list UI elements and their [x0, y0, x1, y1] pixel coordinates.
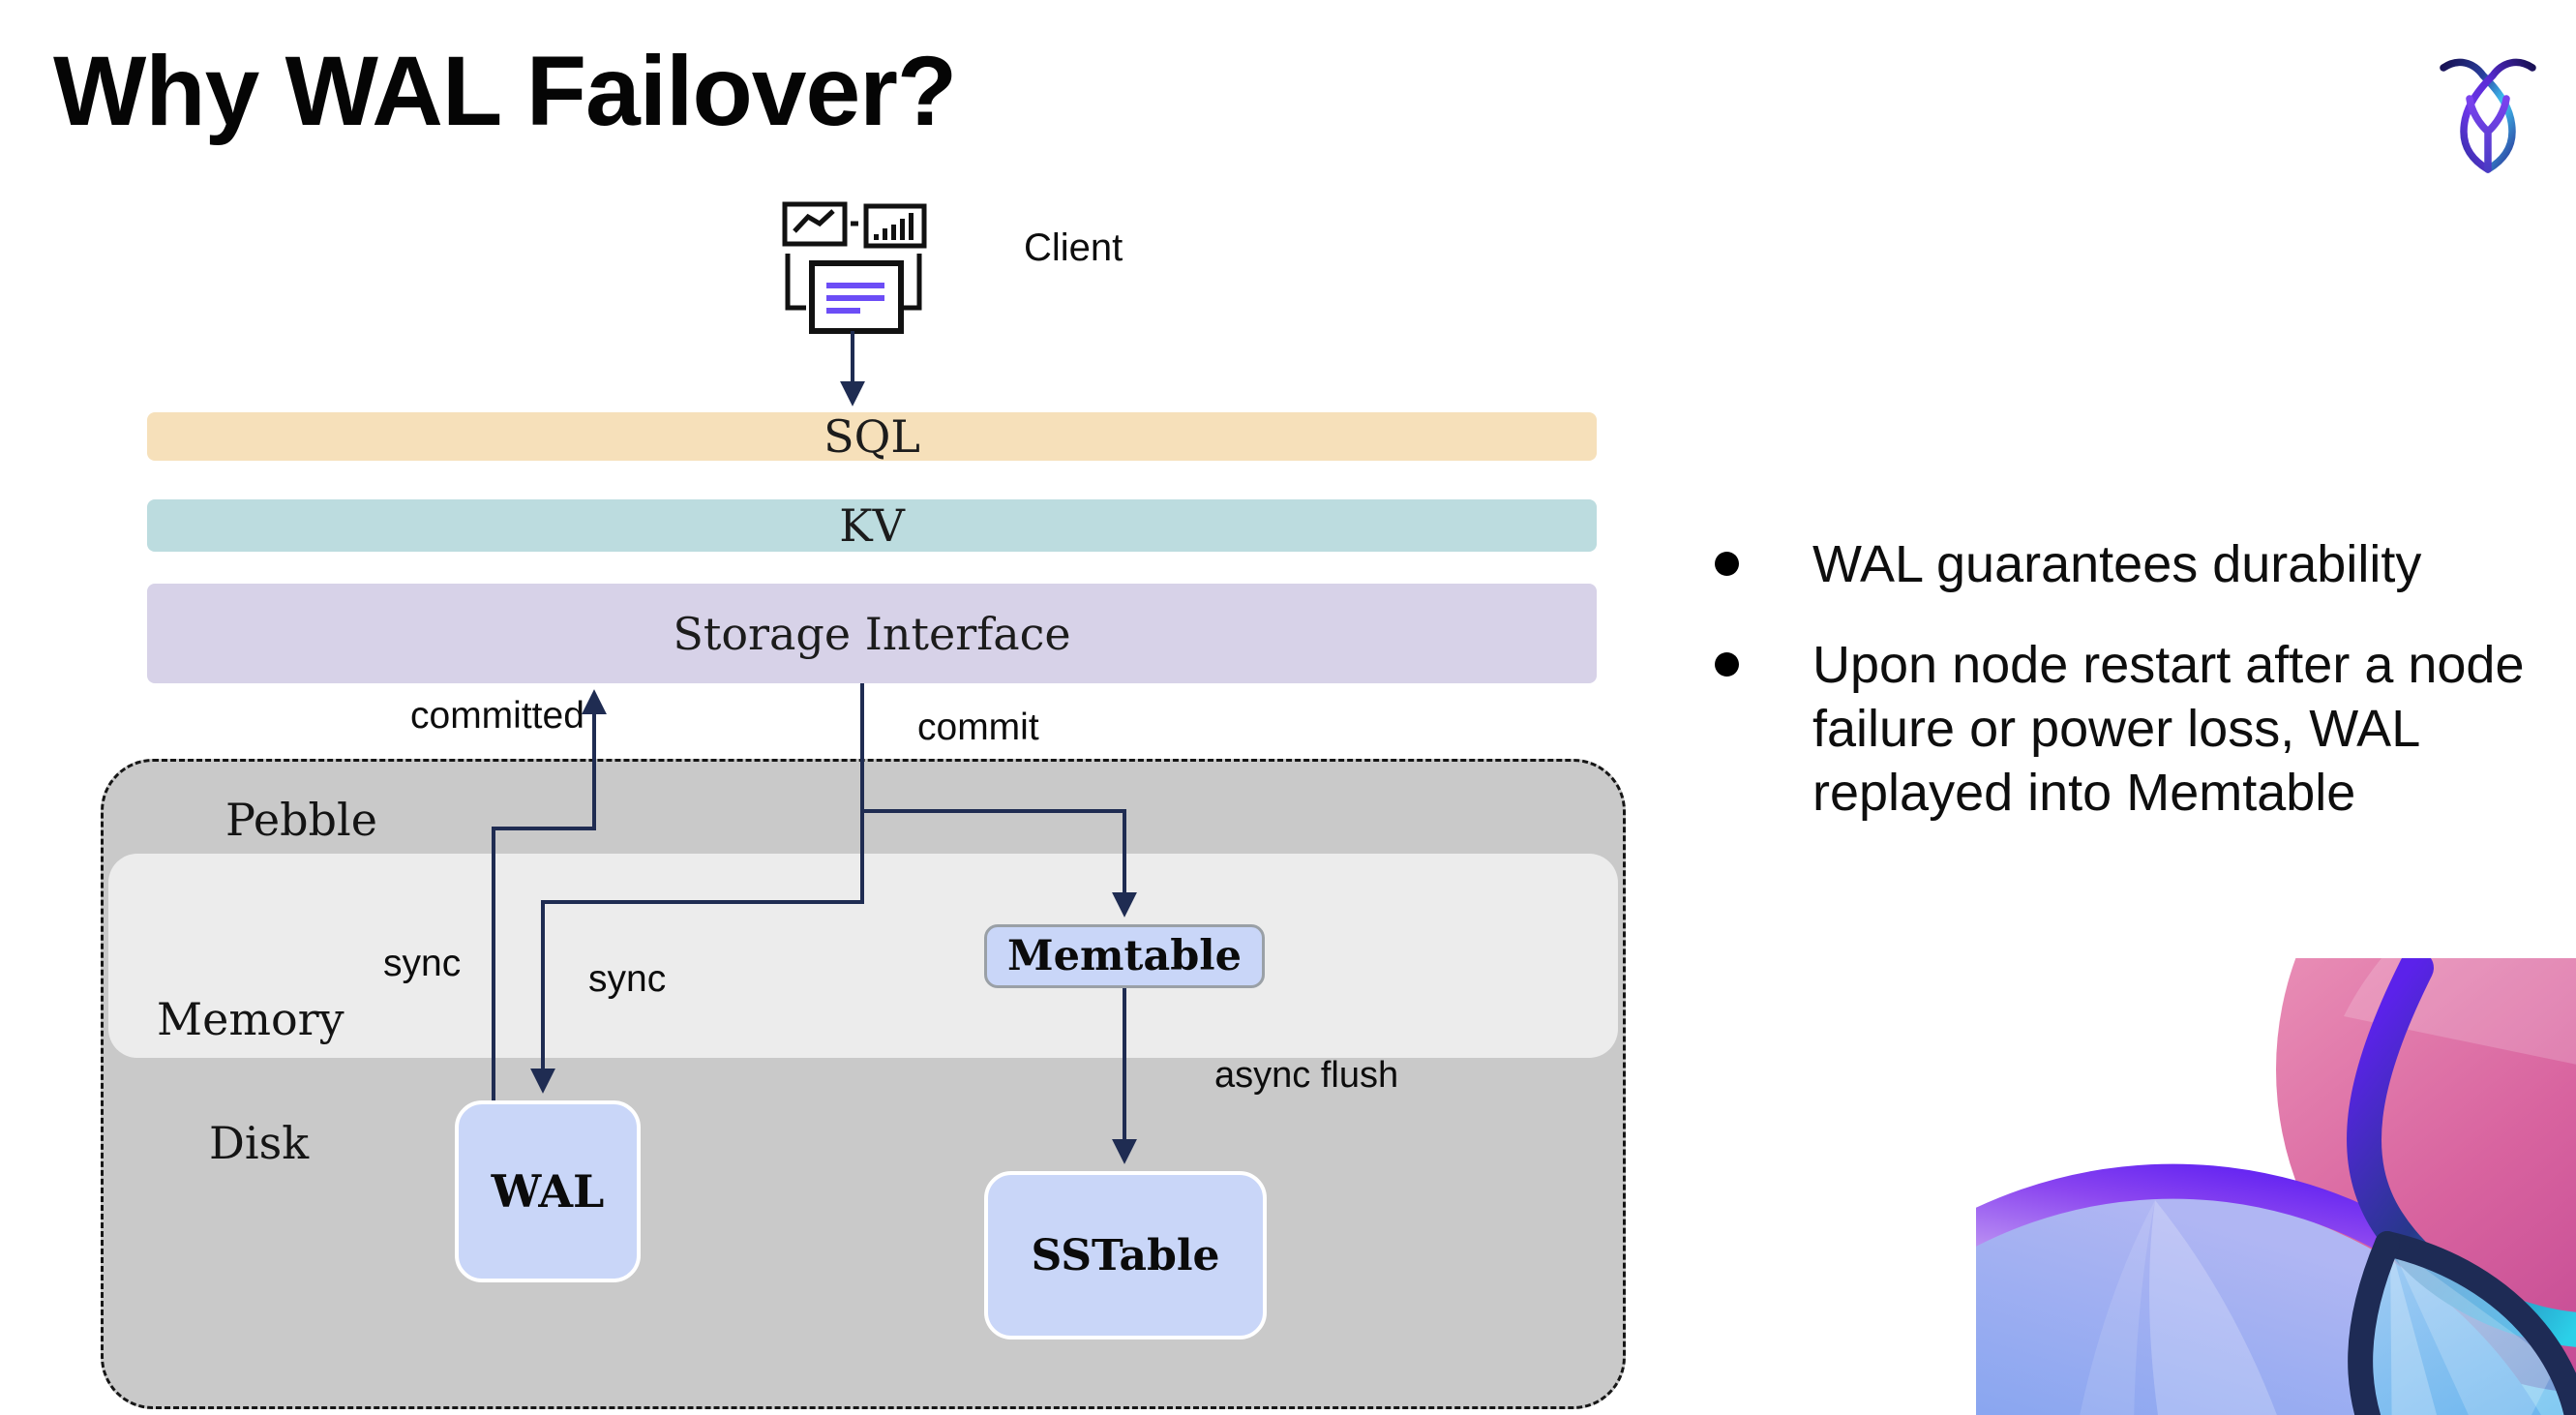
client-icon — [782, 201, 927, 334]
client-label: Client — [1024, 226, 1123, 269]
sstable-label: SSTable — [1031, 1230, 1220, 1280]
bullet-dot — [1715, 552, 1739, 576]
list-item: WAL guarantees durability — [1715, 532, 2576, 596]
wal-label: WAL — [491, 1165, 605, 1218]
sync-right-edge-label: sync — [588, 958, 667, 1000]
cockroachdb-logo-icon — [2440, 58, 2536, 173]
sstable-node: SSTable — [984, 1171, 1267, 1340]
bullet-text: Upon node restart after a node failure o… — [1812, 636, 2525, 822]
list-item: Upon node restart after a node failure o… — [1715, 633, 2576, 825]
bullet-text: WAL guarantees durability — [1812, 535, 2422, 593]
memtable-node: Memtable — [984, 924, 1265, 988]
layer-storage-interface: Storage Interface — [147, 584, 1597, 683]
page-title: Why WAL Failover? — [53, 36, 957, 146]
layer-storage-interface-label: Storage Interface — [673, 607, 1071, 660]
layer-kv-label: KV — [839, 499, 905, 552]
pebble-label: Pebble — [225, 794, 377, 846]
bullet-dot — [1715, 652, 1739, 677]
brand-art — [1976, 958, 2576, 1415]
async-flush-edge-label: async flush — [1214, 1055, 1399, 1096]
document-lines-accent — [826, 283, 884, 314]
disk-label: Disk — [209, 1117, 310, 1169]
wal-node: WAL — [455, 1100, 641, 1282]
sync-left-edge-label: sync — [383, 943, 462, 984]
memtable-label: Memtable — [1007, 932, 1242, 980]
bullet-list: WAL guarantees durability Upon node rest… — [1715, 532, 2576, 861]
layer-sql: SQL — [147, 410, 1597, 463]
layer-kv: KV — [147, 499, 1597, 552]
layer-sql-label: SQL — [824, 410, 920, 463]
memory-label: Memory — [157, 993, 344, 1045]
commit-edge-label: commit — [917, 707, 1039, 748]
committed-edge-label: committed — [410, 695, 584, 737]
